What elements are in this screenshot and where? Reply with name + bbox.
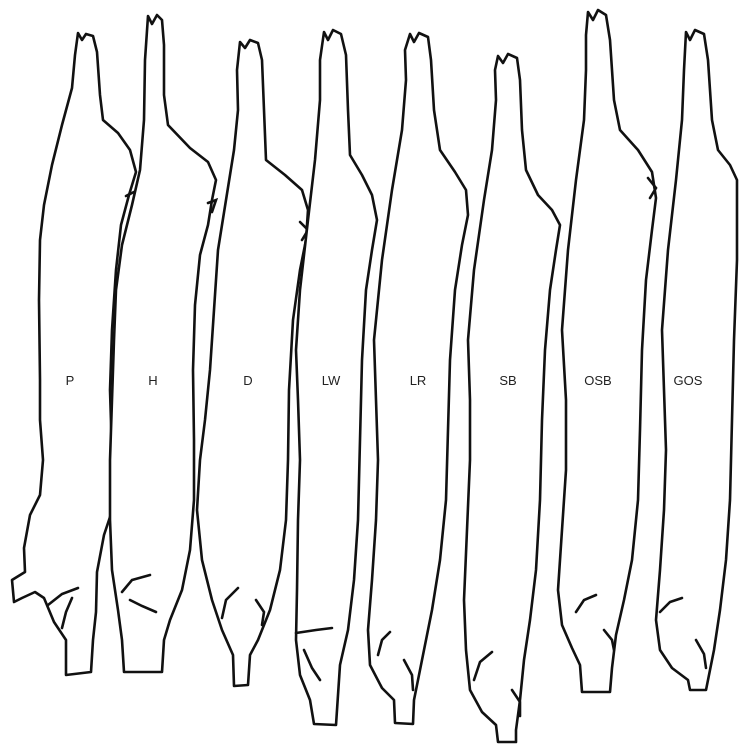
carcass-osb-outline: [558, 10, 656, 692]
carcass-lr: LR: [368, 33, 468, 724]
carcass-sb-outline: [464, 54, 560, 742]
carcass-sb: SB: [464, 54, 560, 742]
carcass-h-outline: [110, 15, 216, 672]
label-sb: SB: [499, 373, 516, 388]
label-d: D: [243, 373, 252, 388]
label-osb: OSB: [584, 373, 611, 388]
label-p: P: [66, 373, 75, 388]
label-lw: LW: [322, 373, 341, 388]
label-h: H: [148, 373, 157, 388]
carcass-lw: LW: [296, 30, 377, 725]
carcass-d-outline: [197, 40, 308, 686]
carcass-h: H: [110, 15, 216, 672]
carcass-gos: GOS: [656, 30, 737, 690]
carcass-osb: OSB: [558, 10, 656, 692]
label-lr: LR: [410, 373, 427, 388]
carcass-gos-outline: [656, 30, 737, 690]
label-gos: GOS: [674, 373, 703, 388]
carcass-d: D: [197, 40, 308, 686]
